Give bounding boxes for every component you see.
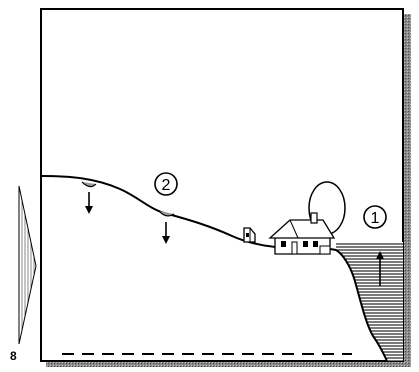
house-icon [268,212,336,255]
callout-1-label: 1 [371,210,380,227]
callout-2-label: 2 [162,177,171,194]
water-body [336,242,403,361]
surface-depression-2 [158,210,175,217]
arrow-up-icon [376,251,384,286]
arrow-down-icon [85,192,93,214]
surface-depression-1 [81,181,97,188]
callout-2: 2 [154,172,178,196]
small-building-icon [243,227,256,243]
panel-shadow [46,14,411,367]
page-number: 8 [10,349,17,363]
arrow-down-icon [162,222,170,244]
margin-wedge [18,185,37,345]
diagram-panel [40,8,404,362]
callout-1: 1 [363,205,387,229]
